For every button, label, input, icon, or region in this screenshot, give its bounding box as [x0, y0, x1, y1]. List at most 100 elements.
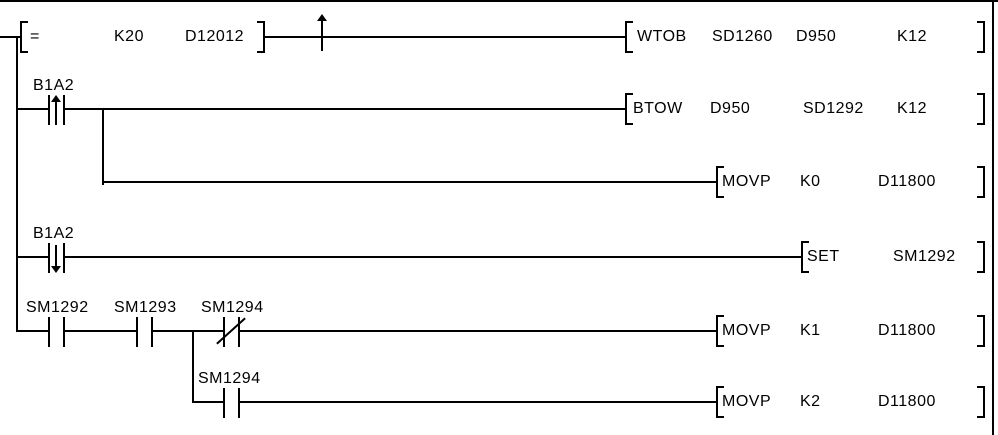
open-bracket [716, 166, 718, 198]
instruction-operand: K12 [897, 100, 927, 117]
instruction-mnemonic: MOVP [722, 393, 772, 410]
close-bracket [263, 21, 265, 53]
falling-arrow-stem [55, 245, 57, 267]
wire [102, 181, 716, 183]
open-bracket-cap [716, 345, 724, 347]
close-bracket-cap [977, 51, 985, 53]
close-bracket-cap [977, 386, 985, 388]
close-bracket-cap [977, 271, 985, 273]
compare-instruction-eq[interactable]: = K20 D12012 [20, 21, 265, 53]
wire [16, 330, 48, 332]
open-bracket [625, 21, 627, 53]
open-bracket [625, 93, 627, 125]
contact-sm1292[interactable] [48, 317, 65, 347]
instruction-mnemonic: MOVP [722, 173, 772, 190]
open-bracket-cap [20, 51, 28, 53]
instruction-movp-k2[interactable]: MOVP K2 D11800 [716, 386, 985, 418]
instruction-operand: D11800 [878, 173, 936, 190]
contact-bar [238, 388, 240, 418]
instruction-movp-k1[interactable]: MOVP K1 D11800 [716, 315, 985, 347]
falling-arrowhead [51, 266, 61, 273]
wire [16, 108, 48, 110]
close-bracket-cap [257, 51, 265, 53]
contact-bar [48, 317, 50, 347]
instruction-operand: K0 [800, 173, 821, 190]
instruction-operand: D950 [796, 28, 837, 45]
open-bracket [716, 386, 718, 418]
contact-bar [223, 388, 225, 418]
contact-sm1294-nc[interactable] [216, 317, 246, 347]
close-bracket-cap [977, 123, 985, 125]
device-label: B1A2 [33, 77, 75, 94]
device-label: B1A2 [33, 225, 75, 242]
close-bracket-cap [977, 93, 985, 95]
wire [16, 256, 48, 258]
wire [65, 256, 801, 258]
contact-bar [63, 95, 65, 125]
instruction-operand: K1 [800, 322, 821, 339]
instruction-wtob[interactable]: WTOB SD1260 D950 K12 [625, 21, 985, 53]
instruction-set[interactable]: SET SM1292 [801, 241, 985, 273]
wire [0, 36, 20, 38]
instruction-mnemonic: MOVP [722, 322, 772, 339]
instruction-operand: K2 [800, 393, 821, 410]
instruction-operand: D11800 [878, 393, 936, 410]
instruction-movp-k0[interactable]: MOVP K0 D11800 [716, 166, 985, 198]
top-border [0, 0, 998, 2]
instruction-btow[interactable]: BTOW D950 SD1292 K12 [625, 93, 985, 125]
wire [265, 36, 625, 38]
wire [65, 330, 136, 332]
close-bracket [983, 386, 985, 418]
instruction-mnemonic: SET [807, 248, 840, 265]
device-label: SM1293 [114, 299, 177, 316]
close-bracket-cap [977, 416, 985, 418]
instruction-operand: D11800 [878, 322, 936, 339]
wire [65, 108, 625, 110]
device-label: SM1294 [201, 299, 264, 316]
contact-bar [136, 317, 138, 347]
compare-operand: K20 [114, 28, 144, 45]
close-bracket-cap [977, 345, 985, 347]
branch-rail [192, 330, 194, 403]
close-bracket-cap [977, 241, 985, 243]
open-bracket [716, 315, 718, 347]
device-label: SM1292 [26, 299, 89, 316]
rising-arrow-stem [55, 101, 57, 125]
instruction-mnemonic: BTOW [633, 100, 683, 117]
open-bracket-cap [716, 416, 724, 418]
wire [240, 401, 716, 403]
contact-bar [223, 317, 225, 347]
open-bracket-cap [625, 93, 633, 95]
open-bracket-cap [716, 166, 724, 168]
compare-operand: D12012 [185, 28, 245, 45]
close-bracket [983, 241, 985, 273]
open-bracket-cap [716, 386, 724, 388]
close-bracket [983, 166, 985, 198]
open-bracket-cap [801, 271, 809, 273]
contact-bar [238, 317, 240, 347]
close-bracket-cap [257, 21, 265, 23]
open-bracket-cap [801, 241, 809, 243]
close-bracket-cap [977, 196, 985, 198]
instruction-operand: SM1292 [893, 248, 956, 265]
wire [192, 401, 223, 403]
instruction-operand: SD1292 [803, 100, 864, 117]
close-bracket [983, 93, 985, 125]
contact-sm1293[interactable] [136, 317, 153, 347]
contact-b1a2-falling[interactable] [48, 243, 65, 273]
compare-operator: = [30, 28, 40, 45]
contact-sm1294-no[interactable] [223, 388, 240, 418]
instruction-operand: D950 [710, 100, 751, 117]
close-bracket-cap [977, 166, 985, 168]
open-bracket-cap [716, 315, 724, 317]
contact-bar [63, 317, 65, 347]
open-bracket-cap [716, 196, 724, 198]
contact-b1a2-rising[interactable] [48, 95, 65, 125]
open-bracket-cap [625, 123, 633, 125]
pulse-stem [321, 21, 323, 51]
contact-bar [48, 95, 50, 125]
instruction-operand: SD1260 [712, 28, 773, 45]
device-label: SM1294 [198, 370, 261, 387]
rising-arrowhead [51, 95, 61, 102]
